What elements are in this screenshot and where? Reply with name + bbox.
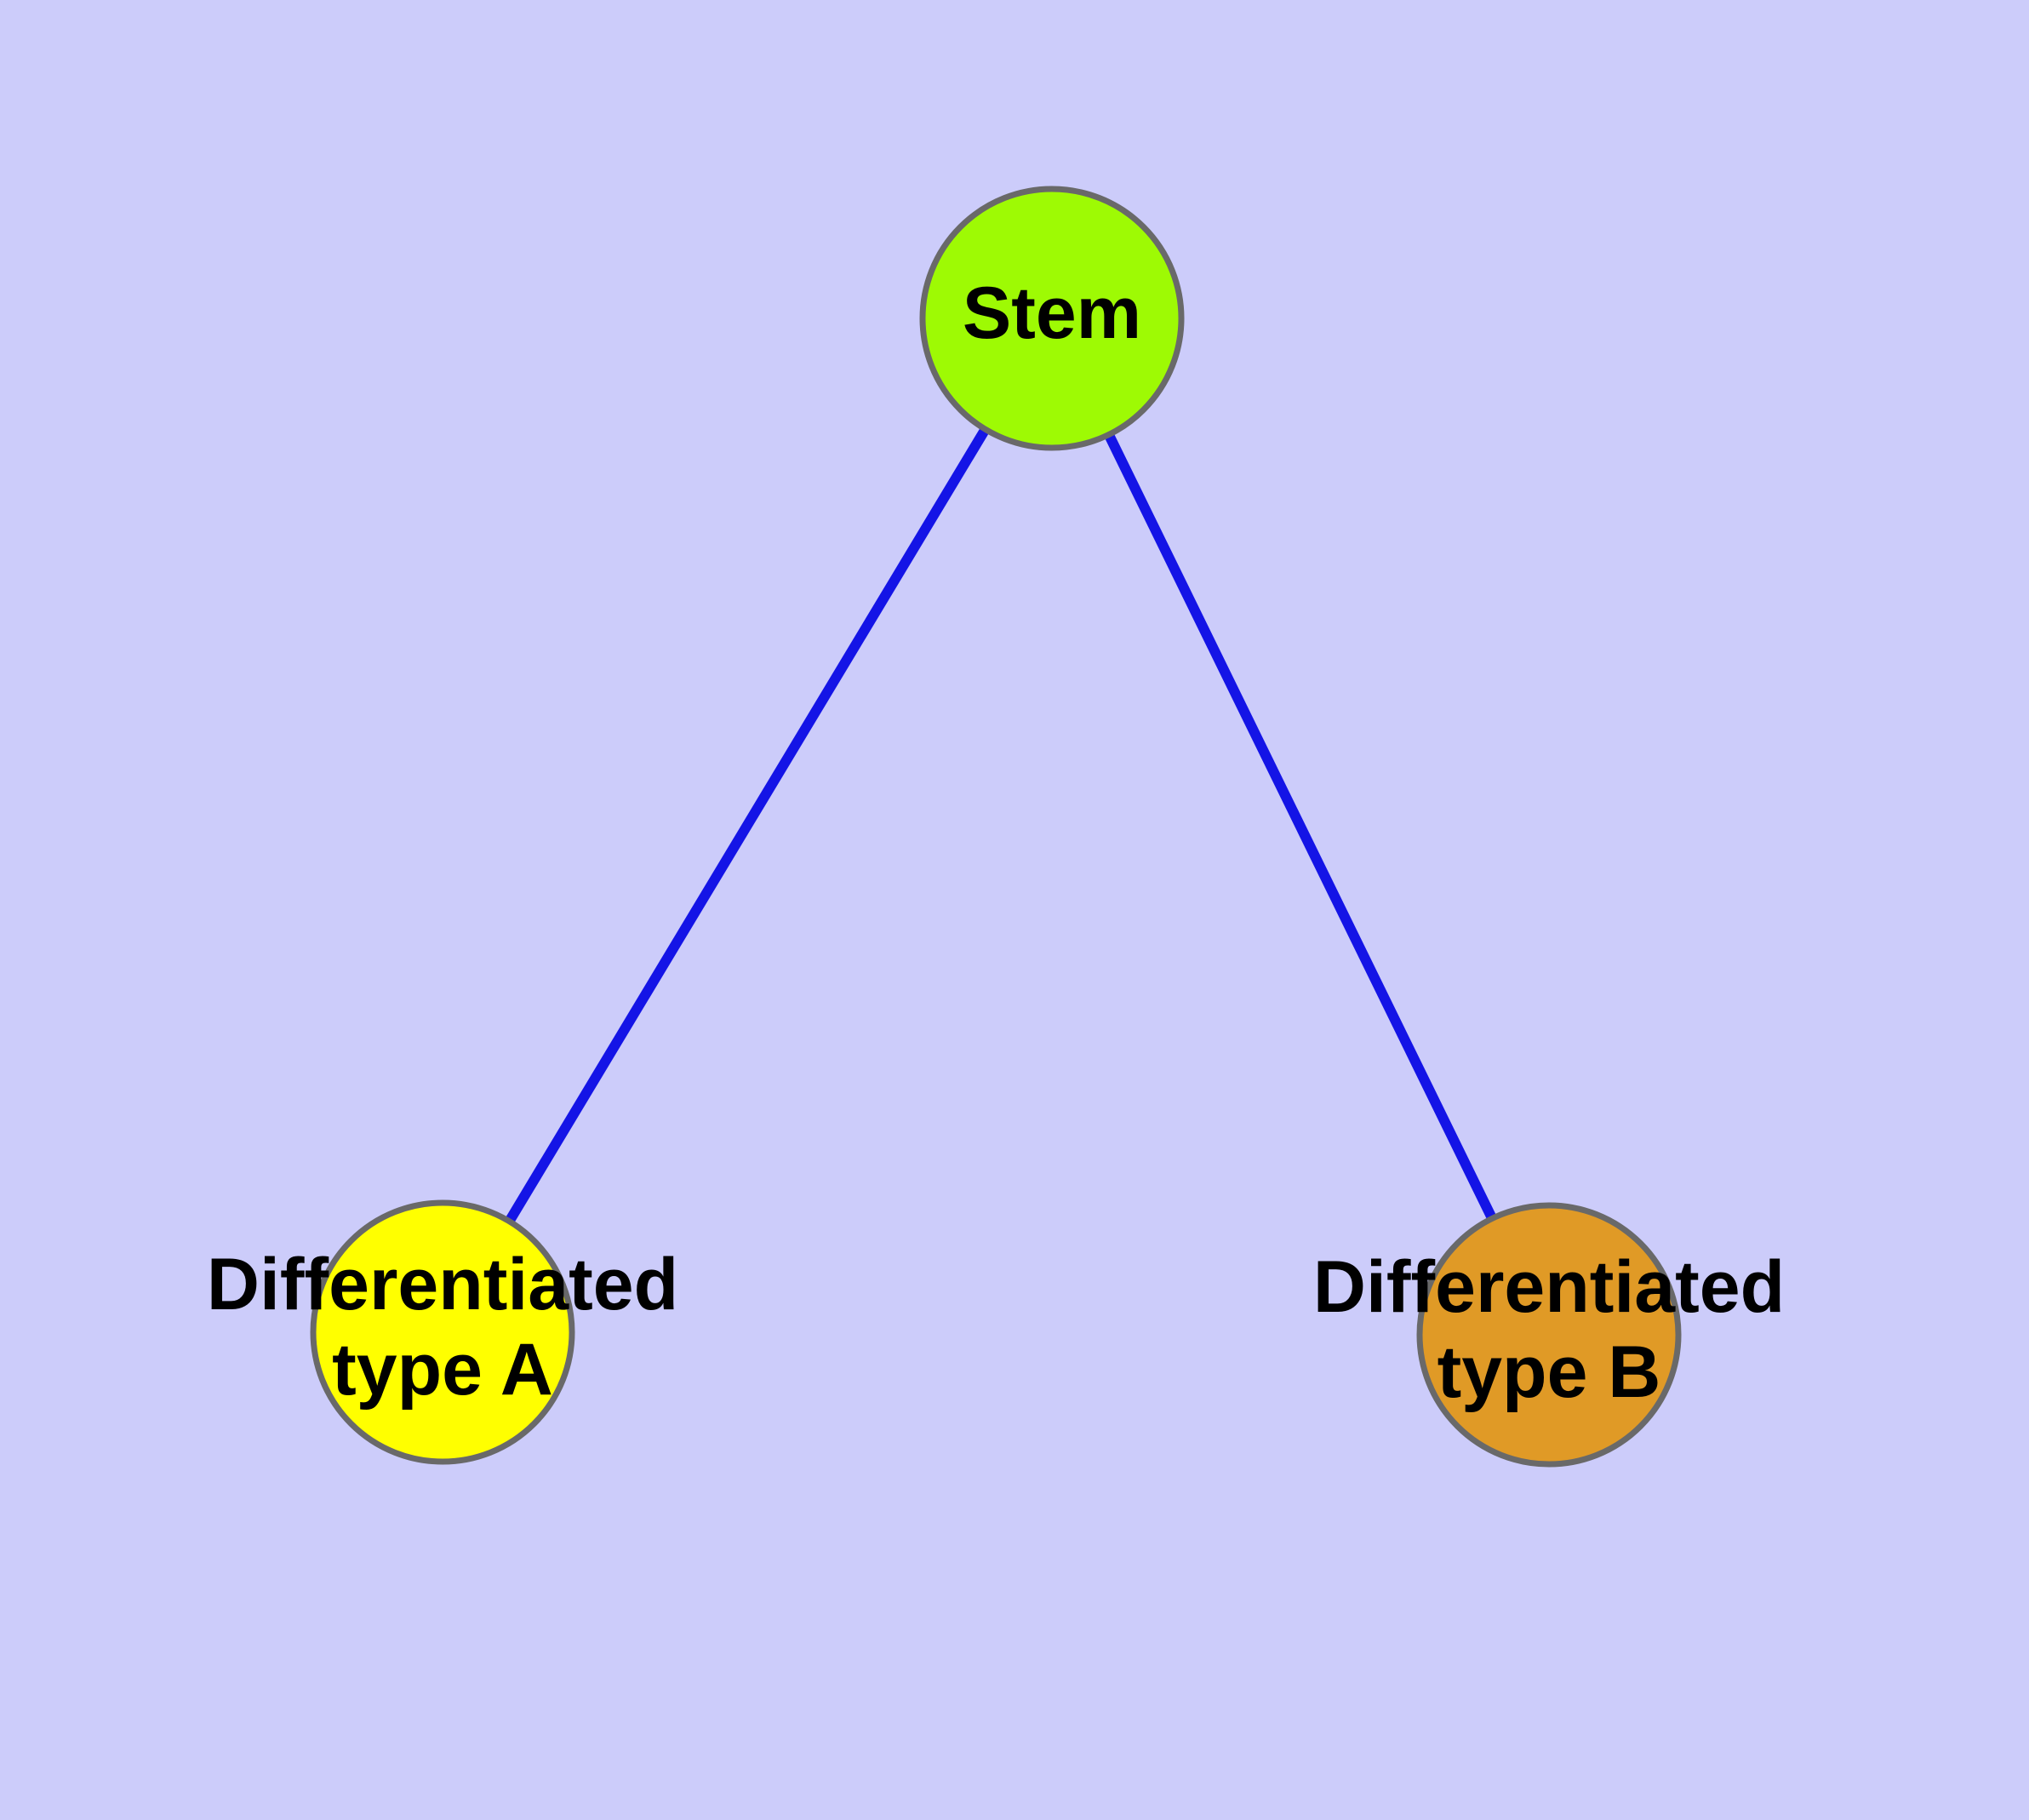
- node-stem-circle[interactable]: [919, 186, 1185, 451]
- node-group: [310, 186, 1682, 1468]
- node-differentiated-a[interactable]: [310, 1199, 575, 1465]
- edge-stem-to-differentiated-b[interactable]: [1102, 429, 1499, 1224]
- node-differentiated-b[interactable]: [1416, 1202, 1682, 1468]
- node-differentiated-a-circle[interactable]: [310, 1199, 575, 1465]
- node-stem[interactable]: [919, 186, 1185, 451]
- edge-group: [503, 423, 1499, 1228]
- node-differentiated-b-circle[interactable]: [1416, 1202, 1682, 1468]
- edge-stem-to-differentiated-a[interactable]: [503, 423, 992, 1228]
